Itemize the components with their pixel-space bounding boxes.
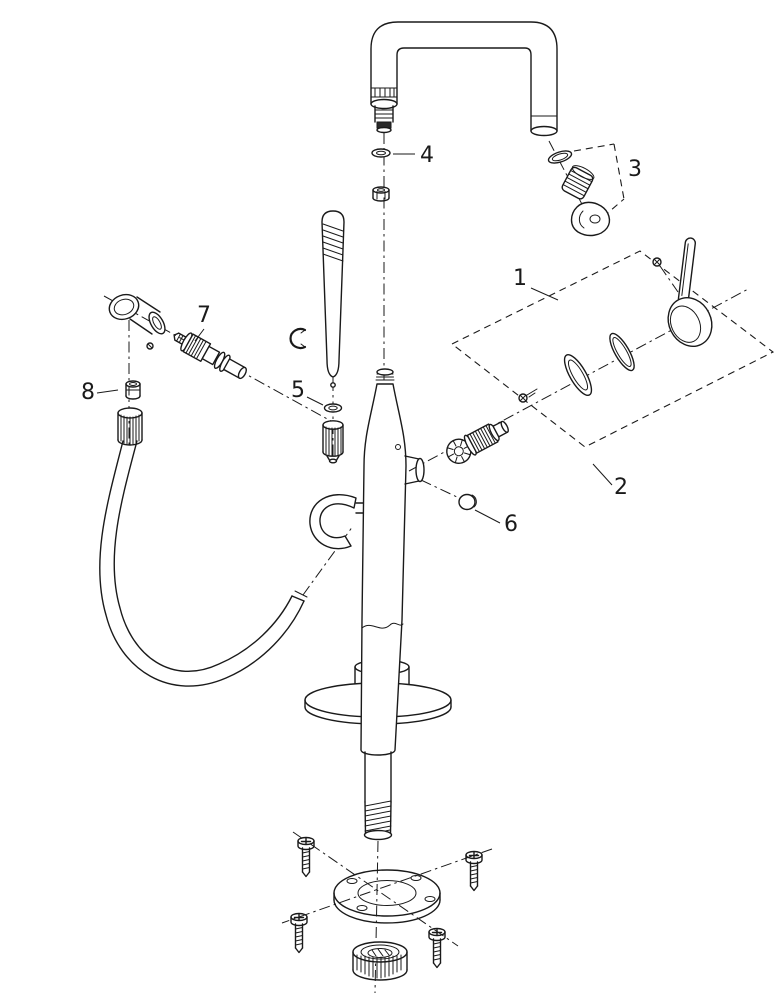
callout-5: 5 <box>291 378 305 403</box>
screw-top-left <box>297 836 315 878</box>
spout-outlet-cap <box>530 125 558 137</box>
callout-4: 4 <box>420 143 434 168</box>
hose-end <box>291 595 305 602</box>
wall-elbow <box>108 293 166 350</box>
part8-leader <box>96 389 119 394</box>
plug-axis <box>420 479 458 498</box>
hand-shower <box>321 210 345 388</box>
part5-leader <box>306 396 324 406</box>
hose-knurled-nut <box>117 407 143 446</box>
part4-oring <box>371 148 391 158</box>
shower-hose <box>99 440 308 687</box>
flange-hole <box>346 878 358 884</box>
leader-lines <box>96 287 613 524</box>
escutcheon-ring-small <box>609 332 635 372</box>
callout-6: 6 <box>504 512 518 537</box>
retaining-clip <box>289 327 307 350</box>
callout-labels: 1 2 3 4 5 6 7 8 <box>81 143 642 537</box>
elbow-screw <box>146 342 154 350</box>
part1-leader <box>530 287 559 301</box>
lever-screw <box>652 257 662 267</box>
handle-body <box>667 297 713 347</box>
plug <box>458 493 477 511</box>
part3-assembly <box>547 150 611 237</box>
cartridge-screw <box>518 388 538 403</box>
part1-group-box <box>450 250 775 448</box>
callout-7: 7 <box>197 303 211 328</box>
column-side-port <box>404 455 425 485</box>
shower-holder <box>309 494 364 550</box>
escutcheon-ring-large <box>563 353 593 397</box>
spout-tube-outline <box>370 21 558 132</box>
aerator-ring <box>547 150 573 164</box>
spray-former <box>570 201 611 237</box>
screw-bottom-right <box>428 927 446 969</box>
spout-retainer-nut <box>372 186 390 202</box>
cartridge <box>446 420 509 464</box>
flange-hole <box>424 896 436 902</box>
part5-oring <box>323 403 343 413</box>
callout-2: 2 <box>614 475 628 500</box>
handle-assembly <box>563 237 713 397</box>
spray-face-hatch <box>322 223 344 262</box>
column-break-line <box>361 622 404 629</box>
bottom-centerlines <box>281 831 493 994</box>
spout-inlet-connector <box>370 87 398 134</box>
callout-3: 3 <box>628 157 642 182</box>
wand-outline <box>321 210 345 378</box>
faucet-column <box>360 368 425 756</box>
centerlines <box>103 133 751 596</box>
threaded-collar <box>352 941 408 981</box>
column-outline <box>360 383 407 756</box>
part2-leader <box>592 463 613 486</box>
callout-1: 1 <box>513 266 527 291</box>
shower-connector-nut <box>322 420 344 464</box>
column-pin-hole <box>395 444 401 450</box>
flange-hole <box>356 905 368 911</box>
screw-top-right <box>465 850 483 892</box>
aerator-body <box>561 165 595 200</box>
lever-screw-axis <box>659 265 679 293</box>
handle-lever <box>677 237 696 305</box>
valve-spindle <box>173 332 247 380</box>
riser-pipe <box>363 751 393 841</box>
callout-8: 8 <box>81 380 95 405</box>
part7-leader <box>194 328 205 342</box>
screw-bottom-left <box>290 912 308 954</box>
part6-leader <box>474 509 501 524</box>
hose-union-nut <box>125 380 141 400</box>
column-top-thread <box>375 368 395 381</box>
spout <box>370 21 558 137</box>
